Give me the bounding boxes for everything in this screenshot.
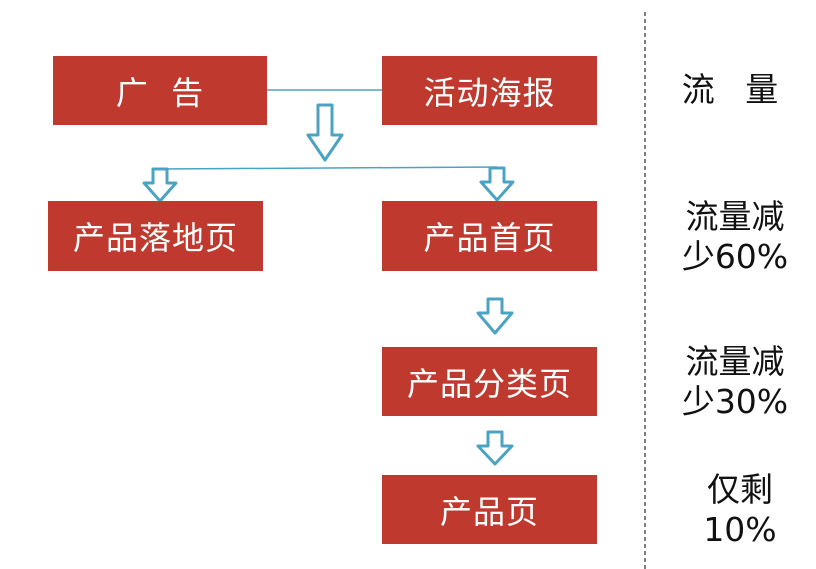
down-arrow-icon (142, 167, 178, 203)
down-arrow-icon (306, 103, 344, 162)
label-drop-30-line1: 流量减 (685, 342, 785, 381)
box-product-page: 产品页 (382, 475, 597, 544)
down-arrow-icon (476, 430, 514, 466)
label-traffic: 流 量 (660, 70, 810, 110)
box-product-category-page: 产品分类页 (382, 347, 597, 416)
box-product-landing-page: 产品落地页 (48, 201, 263, 271)
label-drop-60-line1: 流量减 (685, 197, 785, 236)
box-event-poster: 活动海报 (382, 56, 597, 125)
label-remaining-line2: 10% (703, 510, 777, 549)
label-traffic-text: 流 量 (681, 70, 789, 109)
label-remaining-10: 仅剩 10% (665, 470, 815, 550)
box-product-home-page: 产品首页 (382, 201, 597, 271)
connector-line-split (159, 166, 498, 170)
down-arrow-icon (476, 297, 514, 335)
label-drop-30: 流量减 少30% (660, 342, 810, 422)
label-drop-30-line2: 少30% (681, 382, 789, 421)
label-remaining-line1: 仅剩 (707, 470, 773, 509)
label-drop-60: 流量减 少60% (660, 197, 810, 277)
label-drop-60-line2: 少60% (681, 237, 789, 276)
box-ad: 广 告 (53, 56, 267, 125)
down-arrow-icon (479, 166, 515, 202)
